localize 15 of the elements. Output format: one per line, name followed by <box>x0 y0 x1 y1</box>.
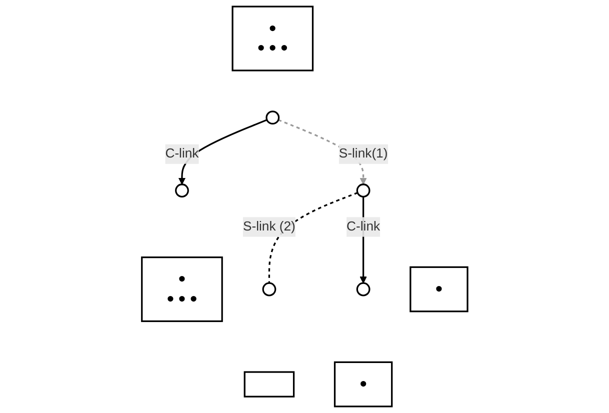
edge-label: S-link (2) <box>242 220 296 234</box>
edge-label: S-link(1) <box>338 146 388 161</box>
edge-label: C-link <box>346 220 380 234</box>
node-circle <box>356 282 370 296</box>
node-box: ● <box>409 266 468 312</box>
node-circle <box>265 110 280 125</box>
node-circle <box>262 282 276 296</box>
node-box: ● <box>334 361 392 408</box>
edge-label: C-link <box>165 146 199 161</box>
node-box: ● ● ● ● <box>140 256 223 322</box>
connector <box>268 192 358 284</box>
node-circle <box>174 184 189 198</box>
node-circle <box>356 184 370 198</box>
node-box: ● ● ● ● <box>232 6 314 72</box>
node-box <box>244 371 294 398</box>
